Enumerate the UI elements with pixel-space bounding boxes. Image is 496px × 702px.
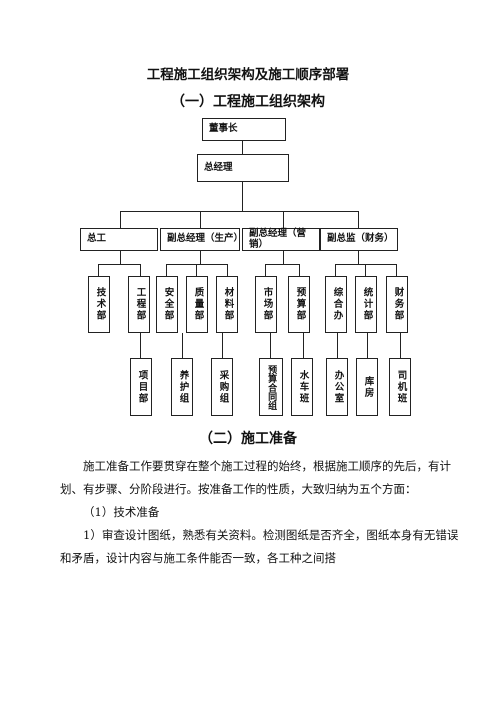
connector — [222, 333, 223, 358]
org-node-dept: 预算部 — [288, 276, 310, 333]
org-node-team: 水车班 — [291, 358, 313, 416]
connector — [242, 181, 243, 211]
org-node-team: 项目部 — [130, 358, 152, 416]
paragraph-intro: 施工准备工作要贯穿在整个施工过程的始终，根据施工顺序的先后，有计划、有步骤、分阶… — [60, 459, 451, 496]
org-node-dept: 财务部 — [386, 276, 408, 333]
connector — [200, 251, 201, 264]
org-node-dept: 工程部 — [128, 276, 150, 333]
connector — [166, 264, 228, 265]
connector — [98, 264, 99, 276]
connector — [242, 140, 243, 154]
connector — [227, 264, 228, 276]
org-node-dept: 综合办 — [325, 276, 347, 333]
org-node-dept: 统计部 — [355, 276, 377, 333]
connector — [283, 251, 284, 264]
connector — [358, 251, 359, 264]
connector — [270, 333, 271, 358]
org-node-team: 采购组 — [211, 358, 233, 416]
org-node-dept: 技术部 — [88, 276, 110, 333]
connector — [166, 264, 167, 276]
body-text: 施工准备工作要贯穿在整个施工过程的始终，根据施工顺序的先后，有计划、有步骤、分阶… — [60, 455, 465, 570]
connector — [200, 211, 201, 228]
org-node-chief-engineer: 总工 — [80, 228, 158, 251]
connector — [196, 264, 197, 276]
org-node-chairman: 董事长 — [202, 118, 286, 141]
org-node-team: 司机班 — [389, 358, 411, 416]
org-node-dept: 材料部 — [216, 276, 238, 333]
org-node-team: 库房 — [356, 358, 378, 416]
connector — [140, 264, 141, 276]
connector — [140, 333, 141, 358]
connector — [265, 264, 266, 276]
connector — [335, 264, 397, 265]
connector — [335, 264, 336, 276]
connector — [303, 333, 304, 358]
connector — [120, 211, 358, 212]
section-heading-org: （一）工程施工组织架构 — [171, 94, 325, 110]
connector — [120, 251, 121, 264]
connector — [265, 264, 299, 265]
connector — [283, 211, 284, 228]
connector — [396, 264, 397, 276]
org-node-deputy-gm-production: 副总经理（生产） — [160, 228, 243, 251]
connector — [120, 211, 121, 228]
paragraph-item-1: 1）审查设计图纸，熟悉有关资料。检测图纸是否齐全，图纸本身有无错误和矛盾，设计内… — [60, 528, 459, 565]
connector — [337, 333, 338, 358]
org-node-deputy-gm-marketing: 副总经理（营销） — [242, 228, 320, 251]
connector — [182, 333, 183, 358]
org-node-dept: 市场部 — [255, 276, 277, 333]
org-node-team: 预算合同组 — [259, 358, 283, 416]
connector — [367, 333, 368, 358]
connector — [358, 211, 359, 228]
org-node-dept: 质量部 — [186, 276, 208, 333]
org-node-team: 养护组 — [171, 358, 193, 416]
connector — [98, 264, 140, 265]
document-title: 工程施工组织架构及施工顺序部署 — [146, 67, 350, 83]
org-node-dept: 安全部 — [156, 276, 178, 333]
org-chart: 董事长 总经理 总工 副总经理（生产） 副总经理（营销） 副总监（财务） 技术部… — [80, 118, 411, 416]
org-node-general-manager: 总经理 — [197, 154, 289, 182]
connector — [299, 264, 300, 276]
connector — [365, 264, 366, 276]
paragraph-subheading: （1）技术准备 — [83, 505, 160, 519]
connector — [400, 333, 401, 358]
org-node-deputy-director-finance: 副总监（财务） — [320, 228, 398, 251]
section-heading-preparation: （二）施工准备 — [199, 431, 297, 447]
org-node-team: 办公室 — [326, 358, 348, 416]
